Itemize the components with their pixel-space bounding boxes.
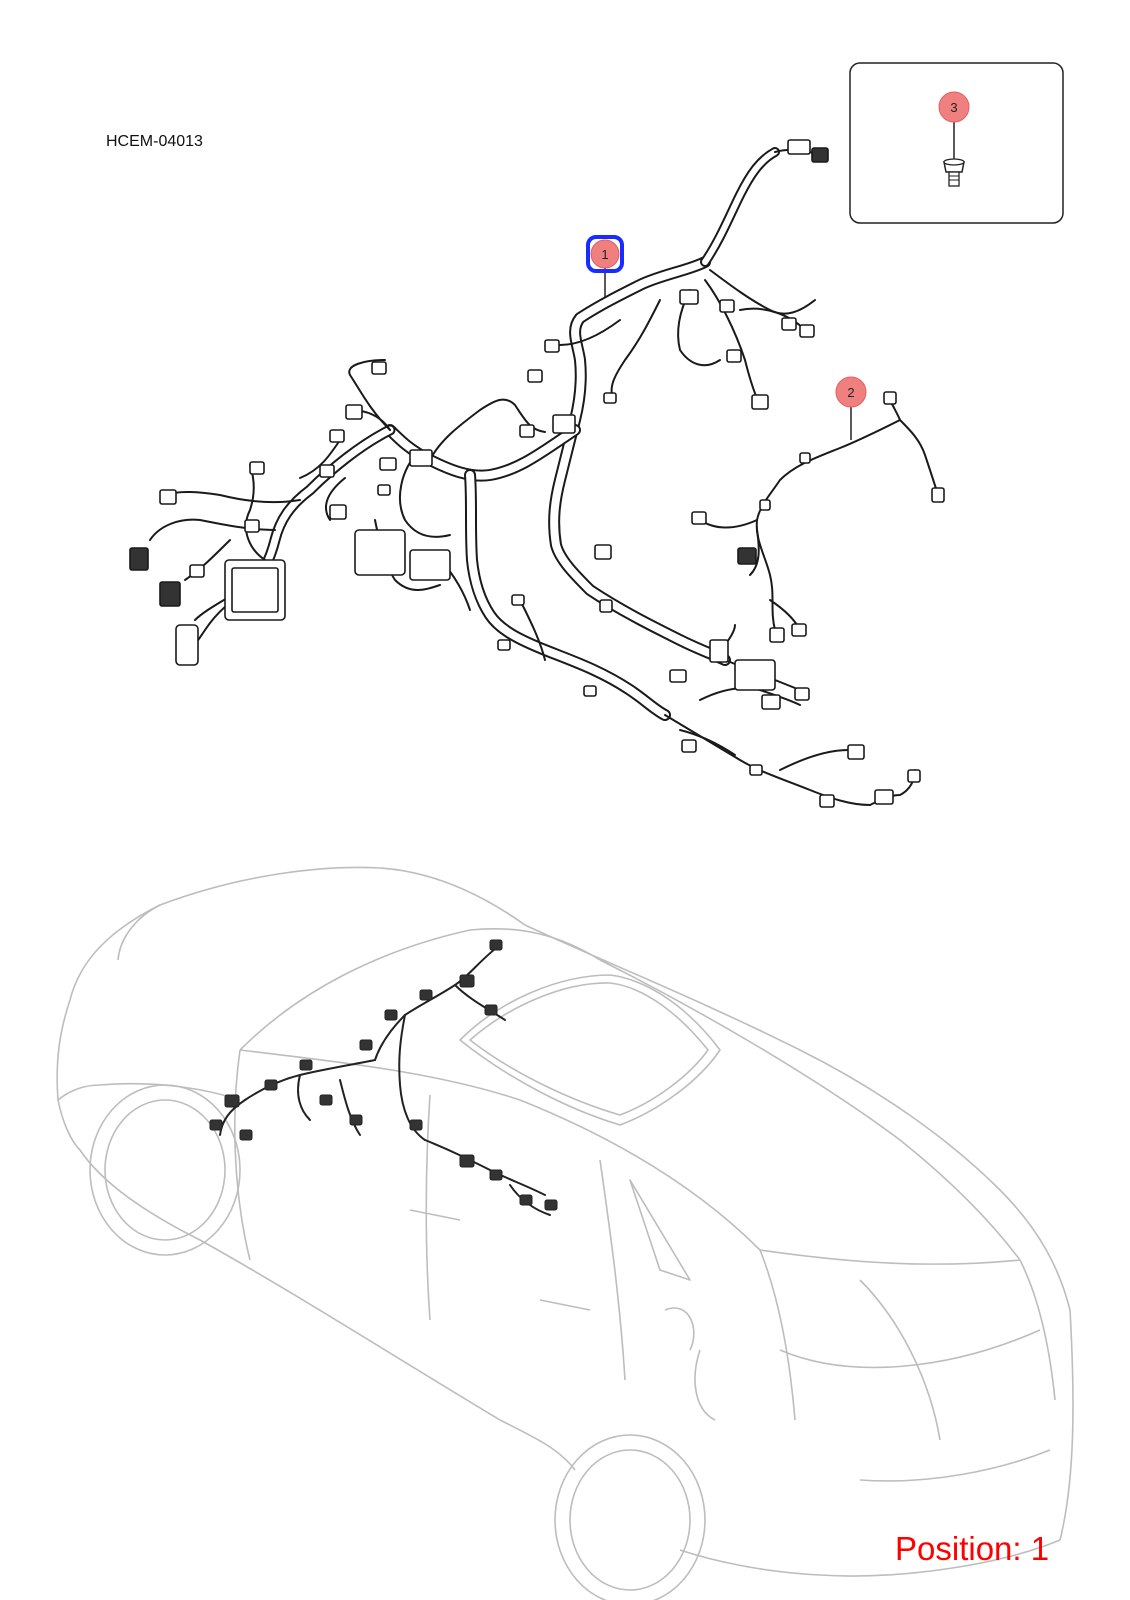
callout-label: 1 — [601, 247, 608, 262]
callout-1[interactable]: 1 — [586, 235, 624, 298]
callout-2[interactable]: 2 — [835, 376, 867, 440]
car-harness-connectors — [209, 939, 558, 1211]
harness-part-2-connectors — [691, 391, 945, 643]
selected-highlight — [586, 235, 624, 273]
callout-3[interactable]: 3 — [938, 91, 970, 123]
callout-label: 2 — [847, 385, 854, 400]
diagram-code: HCEM-04013 — [106, 133, 203, 150]
harness-connectors — [129, 139, 921, 808]
position-label: Position: 1 — [895, 1530, 1050, 1567]
callout-badge — [590, 239, 620, 269]
callout-label: 3 — [950, 100, 957, 115]
callout-badge — [835, 376, 867, 408]
car-outline — [56, 866, 1074, 1600]
detail-inset — [849, 62, 1064, 224]
callout-badge — [938, 91, 970, 123]
car-harness-overlay — [219, 944, 551, 1216]
harness-part-2 — [699, 399, 939, 631]
main-harness — [149, 147, 916, 806]
bolt-icon — [943, 118, 965, 187]
